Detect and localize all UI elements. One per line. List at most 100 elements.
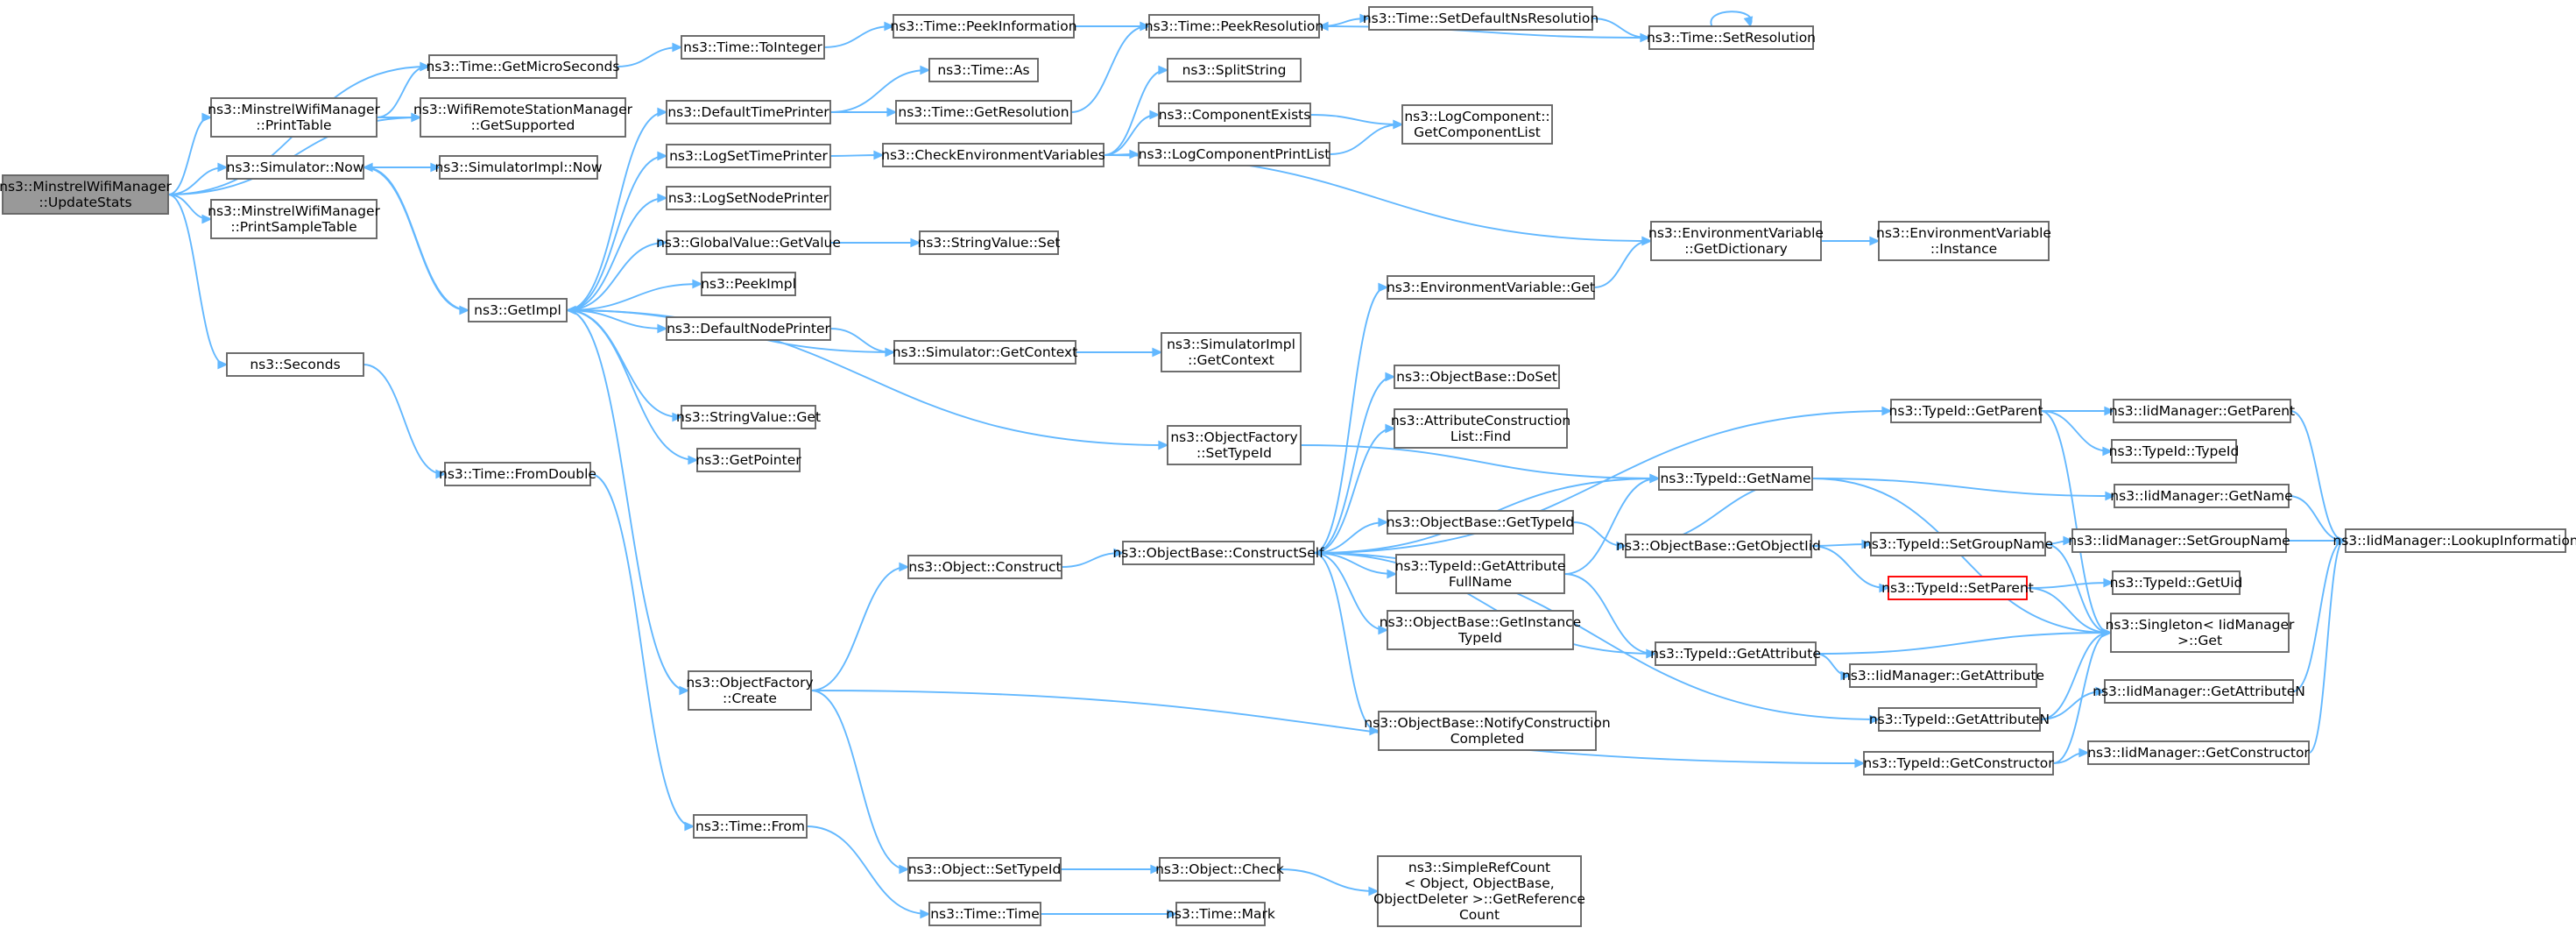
node-iidgetattrn[interactable]: ns3::IidManager::GetAttributeN bbox=[2093, 679, 2305, 704]
node-box[interactable] bbox=[2345, 528, 2566, 553]
node-singletonget[interactable]: ns3::Singleton< IidManager>::Get bbox=[2106, 613, 2295, 653]
node-box[interactable] bbox=[1122, 541, 1315, 565]
node-box[interactable] bbox=[895, 100, 1072, 124]
node-box[interactable] bbox=[681, 35, 825, 60]
node-box[interactable] bbox=[2104, 679, 2294, 704]
node-obgettype[interactable]: ns3::ObjectBase::GetTypeId bbox=[1387, 510, 1575, 535]
node-timeas[interactable]: ns3::Time::As bbox=[928, 58, 1039, 82]
node-getattr[interactable]: ns3::TypeId::GetAttribute bbox=[1650, 641, 1821, 666]
node-box[interactable] bbox=[1368, 6, 1593, 31]
node-box[interactable] bbox=[2110, 613, 2290, 653]
node-iidgetctor[interactable]: ns3::IidManager::GetConstructor bbox=[2087, 740, 2310, 765]
node-timefrom[interactable]: ns3::Time::From bbox=[693, 814, 808, 839]
node-objcheck[interactable]: ns3::Object::Check bbox=[1155, 857, 1284, 882]
node-box[interactable] bbox=[666, 100, 831, 124]
node-box[interactable] bbox=[907, 555, 1062, 579]
node-box[interactable] bbox=[907, 857, 1062, 882]
node-box[interactable] bbox=[688, 670, 812, 711]
node-globalget[interactable]: ns3::GlobalValue::GetValue bbox=[656, 230, 841, 255]
node-peekimpl[interactable]: ns3::PeekImpl bbox=[701, 272, 796, 296]
node-box[interactable] bbox=[2087, 740, 2310, 765]
node-box[interactable] bbox=[666, 230, 831, 255]
node-box[interactable] bbox=[666, 316, 831, 341]
node-box[interactable] bbox=[928, 902, 1041, 926]
node-logsetnode[interactable]: ns3::LogSetNodePrinter bbox=[666, 186, 831, 210]
node-getattrn[interactable]: ns3::TypeId::GetAttributeN bbox=[1869, 707, 2050, 732]
node-getobjectiid[interactable]: ns3::ObjectBase::GetObjectIid bbox=[1616, 534, 1821, 558]
node-box[interactable] bbox=[1167, 58, 1302, 82]
node-box[interactable] bbox=[1658, 466, 1813, 491]
node-iidgetparent[interactable]: ns3::IidManager::GetParent bbox=[2109, 399, 2295, 423]
node-checkenv[interactable]: ns3::CheckEnvironmentVariables bbox=[881, 143, 1105, 167]
node-box[interactable] bbox=[210, 199, 378, 239]
node-box[interactable] bbox=[882, 143, 1105, 167]
node-box[interactable] bbox=[1161, 332, 1302, 372]
node-constructself[interactable]: ns3::ObjectBase::ConstructSelf bbox=[1112, 541, 1324, 565]
node-box[interactable] bbox=[701, 272, 796, 296]
node-timemark[interactable]: ns3::Time::Mark bbox=[1166, 902, 1275, 926]
node-box[interactable] bbox=[420, 97, 626, 138]
node-box[interactable] bbox=[1387, 275, 1595, 300]
node-doset[interactable]: ns3::ObjectBase::DoSet bbox=[1394, 365, 1560, 389]
node-box[interactable] bbox=[210, 97, 378, 138]
node-box[interactable] bbox=[1401, 104, 1553, 145]
node-iidsetgroup[interactable]: ns3::IidManager::SetGroupName bbox=[2068, 528, 2290, 553]
node-compexists[interactable]: ns3::ComponentExists bbox=[1158, 103, 1311, 127]
node-box[interactable] bbox=[1158, 103, 1311, 127]
node-getpointer[interactable]: ns3::GetPointer bbox=[695, 448, 801, 472]
node-simgetctx[interactable]: ns3::Simulator::GetContext bbox=[893, 340, 1078, 365]
node-box[interactable] bbox=[1378, 711, 1597, 751]
node-objconstruct[interactable]: ns3::Object::Construct bbox=[907, 555, 1062, 579]
node-box[interactable] bbox=[1377, 855, 1582, 927]
node-box[interactable] bbox=[1387, 510, 1574, 535]
node-box[interactable] bbox=[1395, 554, 1565, 594]
node-getuid[interactable]: ns3::TypeId::GetUid bbox=[2110, 570, 2243, 595]
node-printsample[interactable]: ns3::MinstrelWifiManager::PrintSampleTab… bbox=[208, 199, 380, 239]
node-box[interactable] bbox=[1878, 707, 2041, 732]
node-box[interactable] bbox=[928, 58, 1039, 82]
node-box[interactable] bbox=[893, 340, 1076, 365]
node-box[interactable] bbox=[468, 298, 568, 322]
node-lookupinfo[interactable]: ns3::IidManager::LookupInformation bbox=[2333, 528, 2576, 553]
node-simpleref[interactable]: ns3::SimpleRefCount< Object, ObjectBase,… bbox=[1373, 855, 1585, 927]
node-logcompprint[interactable]: ns3::LogComponentPrintList bbox=[1138, 142, 1330, 166]
node-box[interactable] bbox=[1863, 751, 2054, 776]
node-typeidtypeid[interactable]: ns3::TypeId::TypeId bbox=[2109, 439, 2240, 464]
node-getcomplist[interactable]: ns3::LogComponent::GetComponentList bbox=[1401, 104, 1553, 145]
node-box[interactable] bbox=[2114, 484, 2290, 508]
node-stringvalget[interactable]: ns3::StringValue::Get bbox=[676, 405, 821, 429]
node-box[interactable] bbox=[1890, 399, 2042, 423]
node-box[interactable] bbox=[226, 155, 364, 180]
node-box[interactable] bbox=[1655, 641, 1817, 666]
node-box[interactable] bbox=[1159, 857, 1281, 882]
node-box[interactable] bbox=[696, 448, 801, 472]
node-box[interactable] bbox=[2112, 570, 2241, 595]
node-peekres[interactable]: ns3::Time::PeekResolution bbox=[1145, 14, 1323, 39]
node-box[interactable] bbox=[1878, 221, 2050, 261]
node-setparent[interactable]: ns3::TypeId::SetParent bbox=[1881, 576, 2034, 600]
node-box[interactable] bbox=[1167, 425, 1302, 465]
node-box[interactable] bbox=[439, 155, 598, 180]
node-box[interactable] bbox=[1394, 365, 1560, 389]
node-objfactcreate[interactable]: ns3::ObjectFactory::Create bbox=[686, 670, 814, 711]
node-envinstance[interactable]: ns3::EnvironmentVariable::Instance bbox=[1876, 221, 2051, 261]
node-box[interactable] bbox=[444, 462, 591, 486]
node-box[interactable] bbox=[226, 352, 364, 377]
node-box[interactable] bbox=[2, 174, 169, 215]
node-tointeger[interactable]: ns3::Time::ToInteger bbox=[681, 35, 825, 60]
node-box[interactable] bbox=[1888, 576, 2028, 600]
node-printtable[interactable]: ns3::MinstrelWifiManager::PrintTable bbox=[208, 97, 380, 138]
node-defaultnode[interactable]: ns3::DefaultNodePrinter bbox=[666, 316, 831, 341]
node-box[interactable] bbox=[2111, 439, 2237, 464]
node-box[interactable] bbox=[2113, 399, 2291, 423]
node-simimplctx[interactable]: ns3::SimulatorImpl::GetContext bbox=[1161, 332, 1302, 372]
node-gettimeres[interactable]: ns3::Time::GetResolution bbox=[895, 100, 1072, 124]
node-objfactsettype[interactable]: ns3::ObjectFactory::SetTypeId bbox=[1167, 425, 1302, 465]
node-fromdouble[interactable]: ns3::Time::FromDouble bbox=[439, 462, 596, 486]
node-box[interactable] bbox=[1175, 902, 1266, 926]
node-box[interactable] bbox=[666, 144, 831, 168]
node-getimpl[interactable]: ns3::GetImpl bbox=[468, 298, 568, 322]
node-box[interactable] bbox=[2071, 528, 2287, 553]
